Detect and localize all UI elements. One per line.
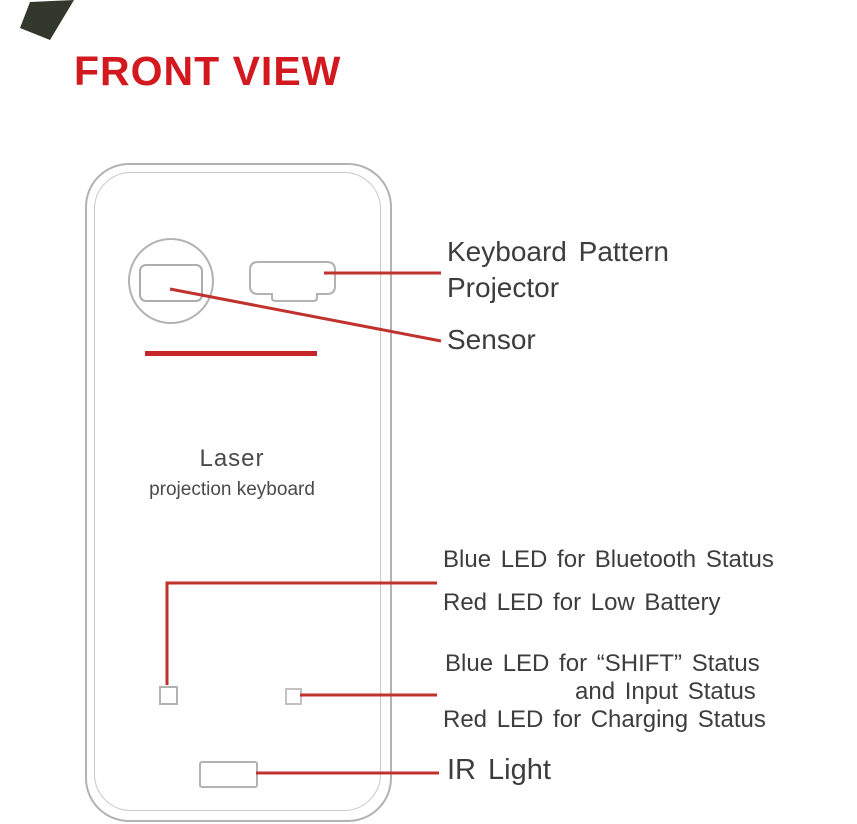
led-square-right (285, 688, 302, 705)
ir-light-window (199, 761, 258, 788)
sensor-window (139, 264, 203, 302)
label-sensor: Sensor (447, 324, 536, 355)
device-label-line2: projection keyboard (149, 479, 315, 500)
device-label: Laser projection keyboard (112, 445, 352, 501)
label-projector: Keyboard Pattern Projector (447, 234, 669, 306)
label-led-bluetooth: Blue LED for Bluetooth Status (443, 546, 774, 573)
label-led-low-battery: Red LED for Low Battery (443, 589, 721, 616)
page-title: FRONT VIEW (74, 48, 342, 94)
label-led-shift-status: Blue LED for “SHIFT” Status (445, 650, 760, 677)
red-accent-bar (145, 351, 317, 356)
device-body-inner-outline (94, 172, 381, 811)
label-led-input-status: and Input Status (575, 678, 756, 705)
label-led-charging-status: Red LED for Charging Status (443, 706, 766, 733)
label-ir-light: IR Light (447, 754, 551, 786)
device-label-line1: Laser (199, 445, 265, 472)
label-projector-line1: Keyboard Pattern (447, 236, 669, 267)
label-projector-line2: Projector (447, 272, 560, 303)
led-square-left (159, 686, 178, 705)
